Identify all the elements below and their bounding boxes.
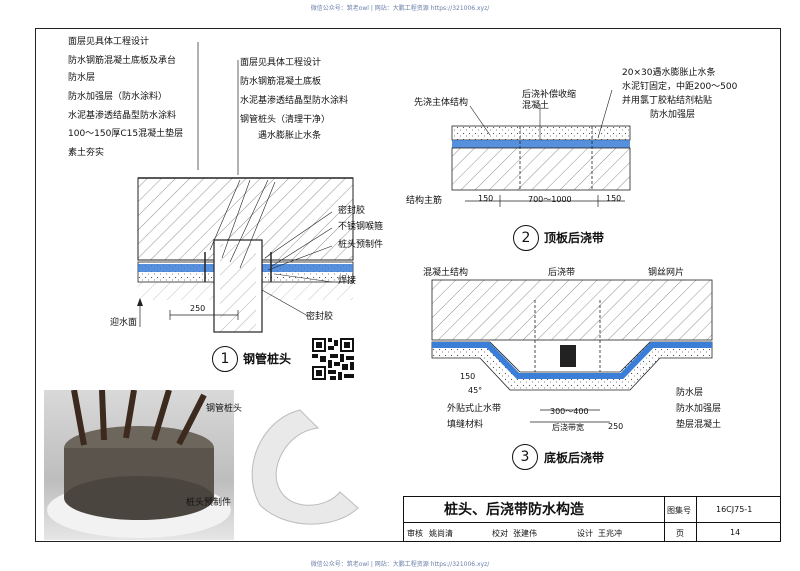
d2-number: 2 (521, 230, 531, 246)
d2-title: 顶板后浇带 (544, 231, 605, 245)
d1-side-label-1: 不锈钢喉箍 (338, 222, 384, 232)
d2-strip-note2: 并用氯丁胶粘结剂粘贴 (622, 96, 713, 106)
tb-design-label: 设计 (577, 529, 593, 538)
d1-left-label-5: 100～150厚C15混凝土垫层 (68, 129, 184, 139)
d1-water-face: 迎水面 (110, 318, 138, 328)
tb-designer: 王兆冲 (598, 529, 622, 538)
d3-number: 3 (520, 449, 530, 465)
tb-page-number: 14 (730, 528, 741, 537)
d1-right-label-3: 钢管桩头（清理干净） (240, 115, 331, 125)
tb-checker: 张建伟 (513, 529, 537, 538)
tb-reviewer: 姚尚清 (429, 529, 453, 538)
d1-side-label-3: 焊接 (338, 276, 357, 286)
photo-label-1: 桩头预制件 (186, 498, 232, 508)
d1-left-label-0: 面层见具体工程设计 (68, 37, 150, 47)
d1-title: 钢管桩头 (243, 352, 292, 366)
qr-code (312, 338, 354, 380)
d3-reinforce: 防水加强层 (676, 404, 722, 414)
tb-check-label: 校对 (492, 529, 508, 538)
watermark-top: 微信公众号：筑老owl | 网站：大鹏工程资源 https://321006.x… (310, 5, 490, 12)
d1-side-label-2: 桩头预制件 (338, 240, 384, 250)
d3-dim-1: 45° (468, 386, 483, 395)
d2-structure: 先浇主体结构 (414, 98, 469, 108)
d3-mesh: 钢丝网片 (648, 268, 685, 278)
title-block-vline2 (696, 496, 697, 542)
d1-right-label-0: 面层见具体工程设计 (240, 58, 322, 68)
d1-number-circle: 1 (212, 346, 238, 372)
d2-reinforce: 防水加强层 (650, 110, 696, 120)
d2-dim-0: 150 (478, 194, 494, 203)
detail3-drawing (431, 279, 713, 423)
d1-right-label-1: 防水钢筋混凝土底板 (240, 77, 322, 87)
d1-side-label-4: 密封胶 (306, 312, 334, 322)
atlas-number: 16CJ75-1 (716, 505, 753, 514)
sheet-title: 桩头、后浇带防水构造 (444, 502, 584, 518)
watermark-bottom: 微信公众号：筑老owl | 网站：大鹏工程资源 https://321006.x… (310, 561, 490, 568)
d1-right-label-2: 水泥基渗透结晶型防水涂料 (240, 96, 349, 106)
d1-right-label-4: 遇水膨胀止水条 (258, 131, 322, 141)
d3-waterstop: 外贴式止水带 (447, 404, 502, 414)
title-block (403, 496, 781, 542)
d1-side-label-0: 密封胶 (338, 206, 366, 216)
tb-review-label: 审核 (407, 529, 423, 538)
d2-dim-2: 150 (606, 194, 622, 203)
d3-dim-4: 250 (608, 422, 624, 431)
d3-dim-3: 后浇带宽 (552, 423, 584, 432)
d1-left-label-4: 水泥基渗透结晶型防水涂料 (68, 111, 177, 121)
d3-number-circle: 3 (512, 444, 538, 470)
d1-number: 1 (220, 351, 230, 367)
d3-dim-2: 300～400 (550, 407, 589, 416)
d2-strip-note1: 水泥钉固定，中距200～500 (622, 82, 738, 92)
d2-concrete: 后浇补偿收缩 混凝土 (522, 90, 577, 111)
d1-dim: 250 (190, 304, 206, 313)
title-block-vline (664, 496, 665, 542)
d2-strip: 20×30遇水膨胀止水条 (622, 68, 716, 78)
site-photo (44, 390, 234, 540)
d3-fill: 填缝材料 (447, 420, 484, 430)
d2-dim-1: 700～1000 (528, 195, 572, 204)
atlas-label: 图集号 (667, 506, 691, 515)
detail2-drawing (451, 89, 631, 207)
d3-layer: 防水层 (676, 388, 704, 398)
detail1-drawing (137, 42, 354, 333)
title-block-divider (403, 522, 781, 523)
photo-label-0: 钢管桩头 (206, 404, 243, 414)
d1-left-label-1: 防水钢筋混凝土底板及承台 (68, 56, 177, 66)
d3-structure: 混凝土结构 (423, 268, 469, 278)
d3-dim-0: 150 (460, 372, 476, 381)
d1-left-label-6: 素土夯实 (68, 148, 105, 158)
tb-page-label: 页 (676, 529, 684, 538)
d2-main: 结构主筋 (406, 196, 443, 206)
photo-illustration (47, 390, 231, 538)
d3-cushion: 垫层混凝土 (676, 420, 722, 430)
d1-left-label-3: 防水加强层（防水涂料） (68, 92, 168, 102)
d1-left-label-2: 防水层 (68, 73, 96, 83)
d3-title: 底板后浇带 (544, 451, 605, 465)
d2-number-circle: 2 (513, 225, 539, 251)
d3-band: 后浇带 (548, 268, 576, 278)
